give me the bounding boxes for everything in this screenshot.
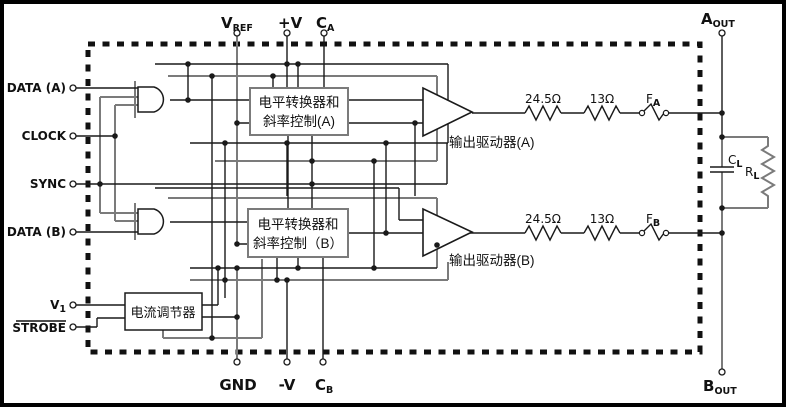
resistor-13ohm-a-label: 13Ω — [590, 92, 614, 106]
and-gate-a — [137, 86, 165, 113]
cl-capacitor-label: CL — [728, 153, 742, 170]
fuse-b-label: FB — [646, 212, 660, 229]
fuse-a-terminal-right — [662, 109, 670, 117]
strobe-label: STROBE — [12, 321, 66, 335]
plus-v-label: +V — [278, 14, 303, 32]
resistor-13ohm-b-label: 13Ω — [590, 212, 614, 226]
level-shifter-a-label-line1: 电平转换器和 — [259, 95, 340, 110]
output-driver-b-label: 输出驱动器(B) — [449, 253, 535, 268]
junction-dots — [97, 61, 725, 341]
fuse-a-label: FA — [646, 92, 661, 109]
wires-black — [76, 36, 734, 362]
pin-clock — [69, 132, 77, 140]
ic-boundary-dashed-box — [85, 41, 703, 355]
clock-label: CLOCK — [22, 129, 67, 143]
minus-v-label: -V — [279, 376, 296, 394]
output-driver-a-label: 输出驱动器(A) — [449, 135, 535, 150]
a-out-label: AOUT — [701, 10, 735, 30]
pin-terminals — [69, 29, 726, 376]
vref-label: VREF — [221, 14, 253, 34]
level-shifter-a-label-line2: 斜率控制(A) — [263, 113, 335, 129]
pin-b-out — [718, 368, 726, 376]
resistor-24ohm-a-label: 24.5Ω — [525, 92, 561, 106]
current-regulator-block: 电流调节器 — [124, 292, 203, 331]
level-shifter-b-label-line1: 电平转换器和 — [258, 217, 339, 232]
b-out-label: BOUT — [703, 377, 737, 397]
pin-cb — [319, 358, 327, 366]
resistor-24ohm-b-label: 24.5Ω — [525, 212, 561, 226]
pin-minus-v — [283, 358, 291, 366]
pin-plus-v — [283, 29, 291, 37]
fuse-b-terminal-left — [638, 229, 646, 237]
pin-v1 — [69, 301, 77, 309]
and-gate-b — [137, 208, 165, 235]
gnd-label: GND — [219, 376, 256, 394]
v1-label: V1 — [50, 298, 66, 315]
fuse-a-terminal-left — [638, 109, 646, 117]
current-regulator-label: 电流调节器 — [130, 305, 195, 320]
pin-ca — [320, 29, 328, 37]
level-shifter-b-label-line2: 斜率控制（B） — [253, 235, 343, 251]
pin-data-a — [69, 84, 77, 92]
pin-strobe — [69, 323, 77, 331]
data-b-label: DATA (B) — [7, 225, 66, 239]
output-driver-a-triangle — [422, 86, 474, 138]
pin-gnd — [233, 358, 241, 366]
rl-resistor-label: RL — [745, 165, 759, 182]
sync-label: SYNC — [30, 177, 66, 191]
level-shifter-b-block: 电平转换器和 斜率控制（B） — [247, 208, 349, 258]
fuse-b-terminal-right — [662, 229, 670, 237]
ca-label: CA — [316, 14, 335, 34]
level-shifter-a-block: 电平转换器和 斜率控制(A) — [249, 87, 349, 136]
pin-a-out — [718, 29, 726, 37]
pin-data-b — [69, 228, 77, 236]
pin-vref — [233, 29, 241, 37]
data-a-label: DATA (A) — [7, 81, 66, 95]
pin-sync — [69, 180, 77, 188]
cb-label: CB — [315, 376, 333, 396]
